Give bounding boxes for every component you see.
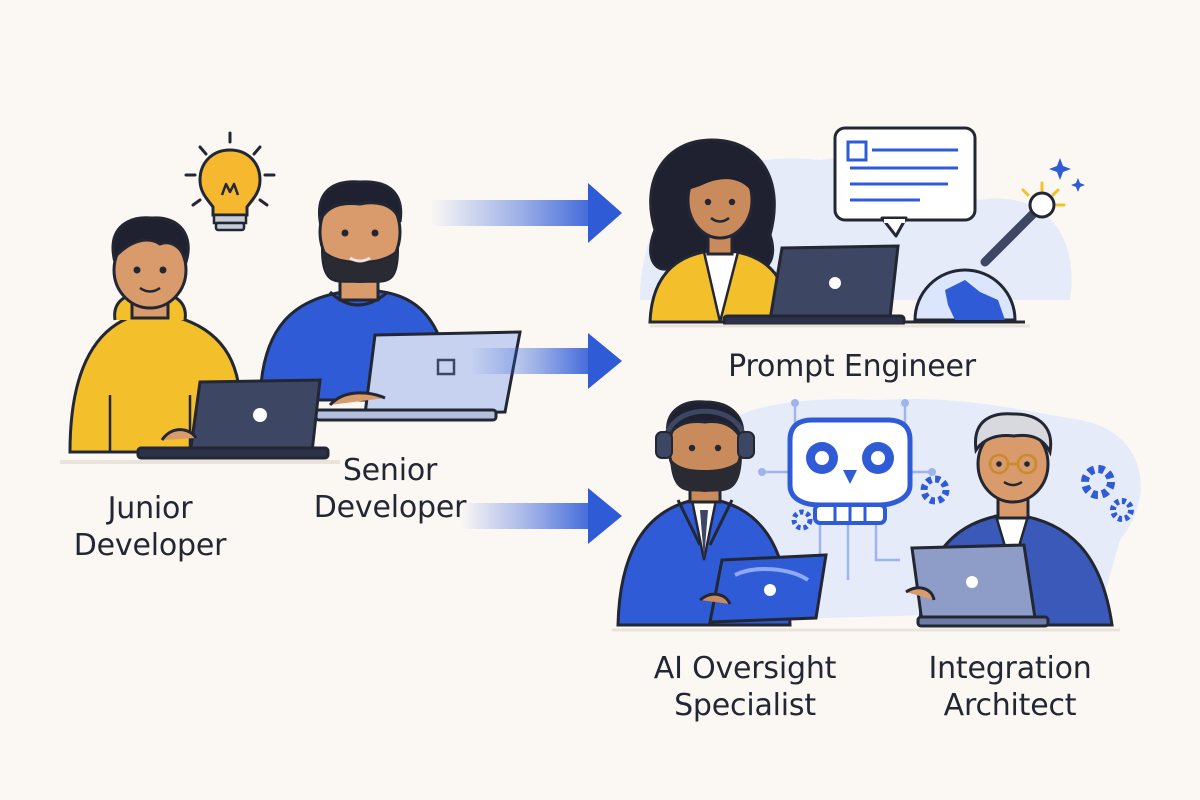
globe-icon — [905, 268, 1025, 324]
prompt-engineer-figure — [648, 138, 792, 324]
lightbulb-icon — [184, 131, 276, 232]
tablet-icon — [699, 553, 828, 624]
gear-icon — [1110, 498, 1134, 522]
gear-icon — [791, 509, 813, 531]
arrow-right-icon — [460, 488, 622, 544]
wand-icon — [980, 181, 1066, 267]
junior-developer-label-line2: Developer — [73, 528, 227, 563]
senior-developer-label-line2: Developer — [313, 490, 467, 525]
junior-laptop-icon — [136, 378, 330, 460]
ai-oversight-label-line1: AI Oversight — [653, 651, 837, 686]
gear-icon — [1081, 465, 1115, 499]
integration-architect-label: Integration Architect — [900, 650, 1120, 724]
arrow-right-icon — [470, 333, 622, 389]
senior-developer-label-line1: Senior — [342, 453, 438, 488]
integration-architect-laptop-icon — [905, 543, 1050, 628]
sparkle-icon — [1049, 158, 1085, 192]
junior-developer-label: Junior Developer — [60, 490, 240, 564]
senior-developer-label: Senior Developer — [300, 452, 480, 526]
chat-bubble-icon — [833, 126, 977, 238]
ai-oversight-label-line2: Specialist — [674, 688, 816, 723]
integration-architect-label-line1: Integration — [928, 651, 1092, 686]
prompt-engineer-laptop-icon — [722, 244, 906, 327]
connection-nodes — [758, 399, 936, 476]
integration-architect-label-line2: Architect — [943, 688, 1077, 723]
junior-developer-label-line1: Junior — [107, 491, 193, 526]
headset-icon — [655, 408, 755, 459]
ai-oversight-specialist-label: AI Oversight Specialist — [630, 650, 860, 724]
robot-icon — [787, 417, 913, 525]
prompt-engineer-label: Prompt Engineer — [728, 349, 976, 384]
arrow-right-icon — [430, 183, 622, 243]
gear-icon — [920, 475, 950, 505]
